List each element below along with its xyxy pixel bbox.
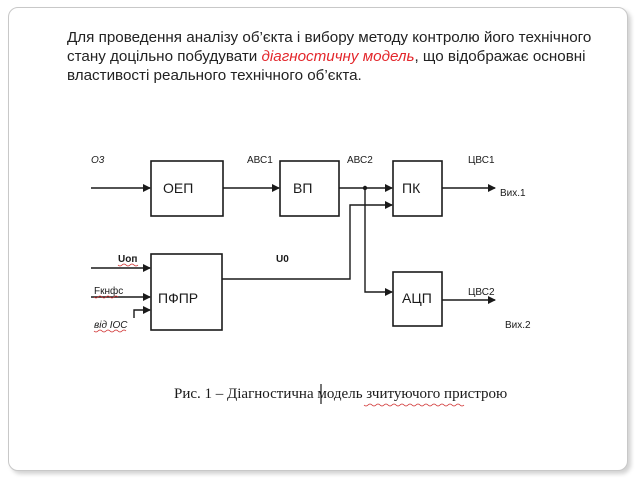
signal-abc2-label: АВС2 bbox=[347, 155, 373, 166]
signal-fknfs-label: Fкнфс bbox=[94, 285, 123, 297]
signal-out2-label: Вих.2 bbox=[505, 320, 531, 331]
signal-tsbc2-label: ЦВС2 bbox=[468, 287, 495, 298]
paragraph-highlight: діагностичну модель bbox=[261, 48, 415, 65]
spellcheck-squiggle-caption bbox=[363, 403, 465, 407]
signal-uop-label: Uоп bbox=[118, 254, 137, 265]
wire-abc2-branch-to-adc bbox=[364, 188, 393, 296]
block-pk bbox=[392, 160, 443, 217]
wire-pfpr-to-pk bbox=[222, 201, 393, 280]
wire-ios-to-pfpr bbox=[133, 306, 151, 318]
block-oep-label: ОЕП bbox=[163, 180, 193, 196]
block-vp-label: ВП bbox=[293, 180, 312, 196]
block-oep bbox=[150, 160, 224, 217]
signal-out1-label: Вих.1 bbox=[500, 188, 526, 199]
signal-ios-label: від ІОС bbox=[94, 320, 128, 331]
junction-dot bbox=[362, 185, 368, 191]
block-pk-label: ПК bbox=[402, 180, 421, 196]
spellcheck-squiggle-fknfs bbox=[93, 295, 119, 299]
block-vp bbox=[279, 160, 340, 217]
intro-paragraph: Для проведення аналізу об’єкта і вибору … bbox=[67, 28, 607, 85]
block-pfpr bbox=[150, 253, 223, 331]
block-adc bbox=[392, 271, 443, 327]
signal-o3-label: О3 bbox=[91, 155, 105, 166]
spellcheck-squiggle-ios bbox=[93, 329, 127, 333]
signal-tsbc1-label: ЦВС1 bbox=[468, 155, 495, 166]
block-adc-label: АЦП bbox=[402, 290, 432, 306]
paragraph-text-before: Для проведення аналізу об’єкта і вибору … bbox=[67, 29, 592, 65]
block-pfpr-label: ПФПР bbox=[158, 290, 198, 306]
slide-frame bbox=[8, 7, 628, 471]
signal-u0-label: U0 bbox=[276, 254, 289, 265]
paragraph-text-after: , що відображає основні властивості реал… bbox=[67, 48, 586, 84]
signal-abc1-label: АВС1 bbox=[247, 155, 273, 166]
figure-caption: Рис. 1 – Діагностична модель зчитуючого … bbox=[174, 386, 507, 402]
spellcheck-squiggle-uop bbox=[117, 263, 139, 267]
